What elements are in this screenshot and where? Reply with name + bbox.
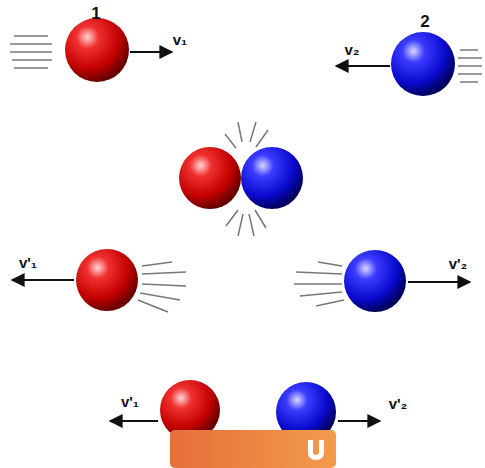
red-ball [65,18,129,82]
watermark-logo [308,440,324,460]
ball-number: 2 [420,13,429,32]
velocity-label: v'₂ [449,256,468,273]
velocity-label: v₂ [344,42,359,59]
velocity-arrow [338,420,380,422]
velocity-arrow [12,279,74,281]
red-ball [179,147,241,209]
velocity-arrow [110,420,158,422]
red-ball [76,249,138,311]
ball-number: 1 [91,5,100,24]
velocity-label: v₁ [173,32,188,49]
velocity-arrow [336,65,390,67]
velocity-label: v'₁ [19,255,37,272]
velocity-arrow [408,281,470,283]
blue-ball [391,32,455,96]
velocity-label: v'₁ [121,394,139,411]
blue-ball [241,147,303,209]
watermark-banner [170,430,336,468]
velocity-arrow [130,51,172,53]
blue-ball [344,250,406,312]
velocity-label: v'₂ [389,396,408,413]
motion-lines [138,262,344,312]
